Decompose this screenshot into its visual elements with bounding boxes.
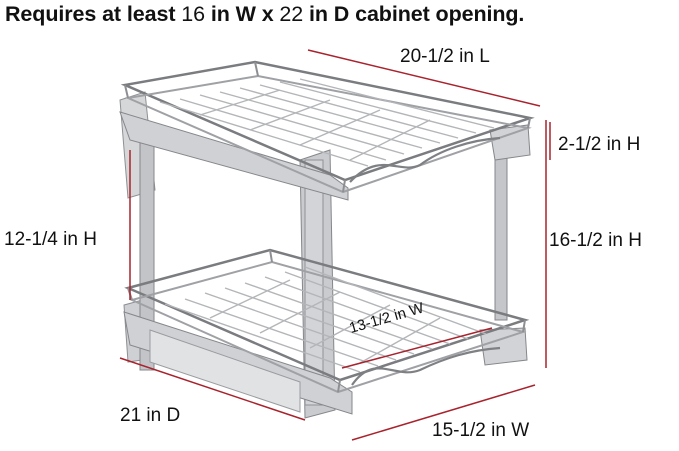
headline-part-1: Requires at least <box>5 2 182 26</box>
width-label: 15-1/2 in W <box>432 420 530 441</box>
dimension-lines <box>119 49 551 441</box>
headline-part-2: in W x <box>204 2 280 26</box>
inner-width-dimension-line <box>341 327 493 369</box>
headline-part-3: in D cabinet opening. <box>303 2 525 26</box>
upper-slide-rail <box>119 111 531 201</box>
basket-height-label: 12-1/4 in H <box>4 229 97 250</box>
cabinet-requirement-headline: Requires at least 16 in W x 22 in D cabi… <box>5 2 524 27</box>
depth-dimension-line <box>119 357 306 421</box>
headline-depth-value: 22 <box>279 2 304 26</box>
total-height-label: 16-1/2 in H <box>549 230 642 251</box>
width-dimension-line <box>351 384 536 441</box>
lower-slide-rail <box>123 311 528 415</box>
depth-label: 21 in D <box>120 405 181 426</box>
upper-wire-basket <box>120 60 535 194</box>
headline-width-value: 16 <box>181 2 205 26</box>
rim-height-label: 2-1/2 in H <box>558 134 641 155</box>
length-label: 20-1/2 in L <box>400 46 490 67</box>
lower-wire-basket <box>124 248 530 394</box>
length-dimension-line <box>307 49 541 107</box>
